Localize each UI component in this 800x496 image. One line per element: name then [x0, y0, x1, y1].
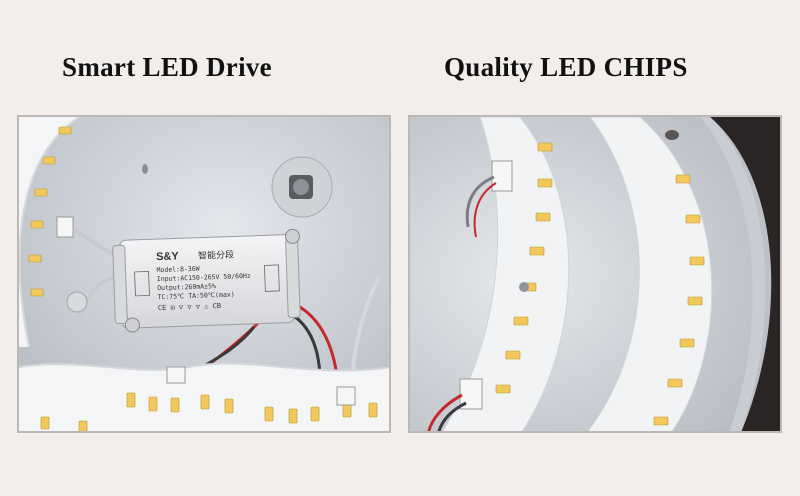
- driver-input: Input:AC150-265V 50/60Hz: [157, 272, 251, 283]
- driver-output: Output:260mA±5%: [157, 282, 216, 292]
- driver-certifications: CE ⊡ ▽ ▽ ▽ ⚠ CB: [158, 302, 221, 312]
- driver-temps: TC:75℃ TA:50℃(max): [157, 290, 234, 301]
- photo-led-chips: [408, 115, 782, 433]
- driver-chinese-label: 智能分段: [198, 248, 234, 261]
- photo-led-driver: S&Y 智能分段 Model:8-36W Input:AC150-265V 50…: [17, 115, 391, 433]
- driver-brand: S&Y: [156, 250, 180, 263]
- chips-photo-illustration: [410, 117, 780, 431]
- driver-model: Model:8-36W: [156, 265, 199, 275]
- caption-smart-led-drive: Smart LED Drive: [62, 52, 272, 82]
- driver-photo-illustration: S&Y 智能分段 Model:8-36W Input:AC150-265V 50…: [19, 117, 389, 431]
- caption-quality-led-chips: Quality LED CHIPS: [444, 52, 688, 82]
